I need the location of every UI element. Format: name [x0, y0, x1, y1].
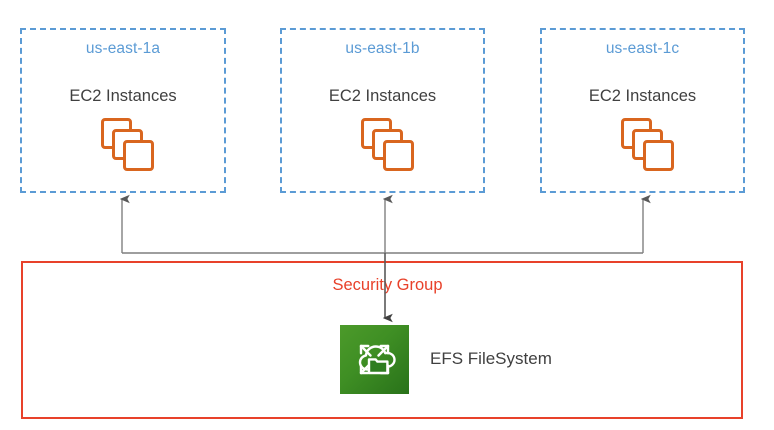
- ec2-instances-icon: [101, 118, 159, 174]
- availability-zone-box-us-east-1b: us-east-1b EC2 Instances: [280, 28, 485, 193]
- availability-zone-label-us-east-1a: us-east-1a: [85, 40, 161, 57]
- availability-zone-label-us-east-1b: us-east-1b: [345, 40, 420, 57]
- security-group-label: Security Group: [332, 276, 443, 294]
- ec2-instance-square-front: [123, 140, 154, 171]
- ec2-instances-label-us-east-1b: EC2 Instances: [328, 87, 437, 105]
- ec2-instance-square-front: [382, 140, 414, 171]
- availability-zone-box-us-east-1a: us-east-1a EC2 Instances: [20, 28, 226, 193]
- ec2-instances-label-us-east-1c: EC2 Instances: [588, 87, 697, 105]
- ec2-instances-label-us-east-1a: EC2 Instances: [69, 87, 177, 105]
- ec2-instances-icon: [360, 118, 419, 174]
- efs-filesystem-icon: [340, 325, 409, 394]
- ec2-instance-square-front: [642, 140, 674, 171]
- ec2-instances-icon: [620, 118, 679, 174]
- security-group-box: [21, 261, 743, 419]
- efs-filesystem-label: EFS FileSystem: [430, 349, 552, 368]
- availability-zone-box-us-east-1c: us-east-1c EC2 Instances: [540, 28, 745, 193]
- availability-zone-label-us-east-1c: us-east-1c: [605, 40, 680, 57]
